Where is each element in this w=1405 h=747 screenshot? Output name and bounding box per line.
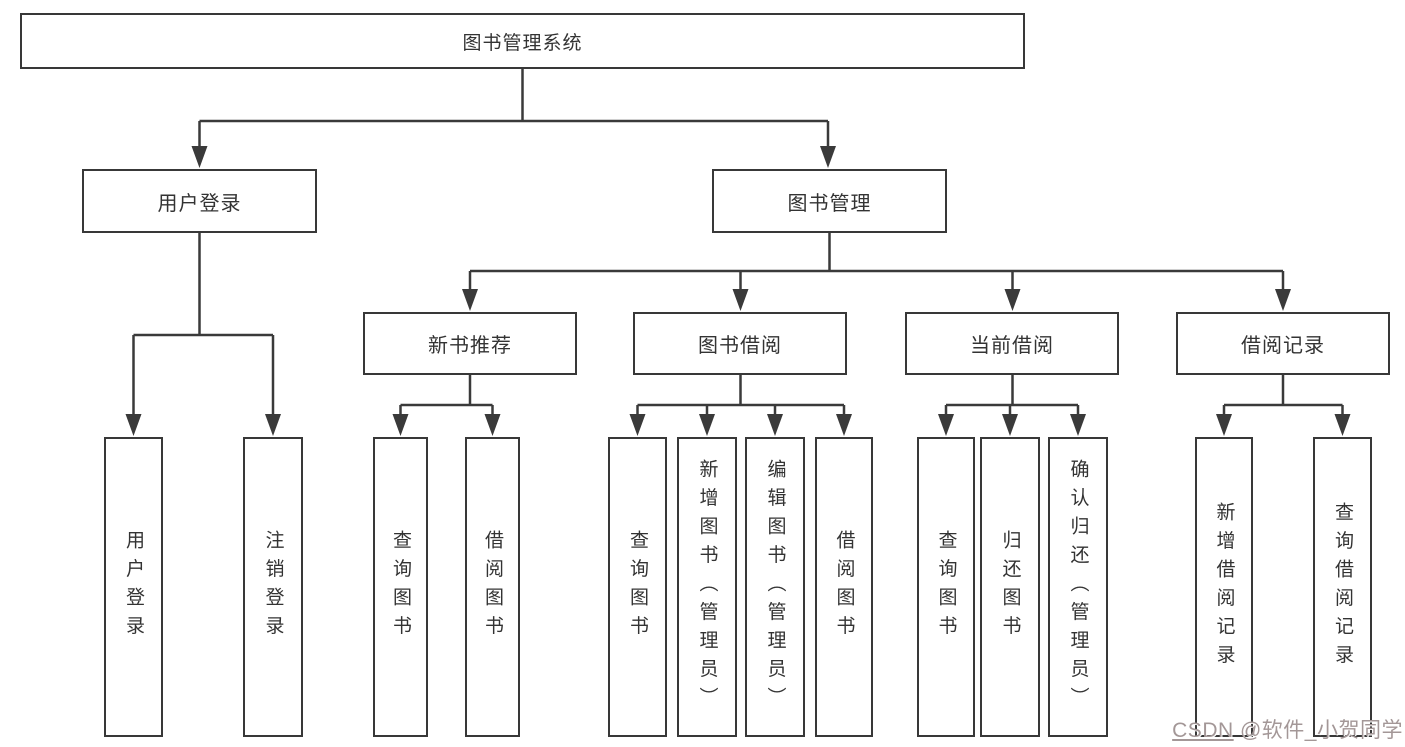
node-label: 借阅图书	[833, 530, 855, 644]
node-label: 图书借阅	[698, 335, 782, 357]
leaf-query-borrow-record: 查询借阅记录	[1313, 437, 1372, 737]
node-book-management-branch: 图书管理	[712, 169, 947, 233]
watermark-handle: @软件_小贺同学	[1233, 719, 1403, 742]
leaf-query-books-borrow: 查询图书	[608, 437, 667, 737]
watermark-brand: CSDN	[1172, 719, 1234, 742]
leaf-logout: 注销登录	[243, 437, 303, 737]
node-label: 查询图书	[390, 530, 411, 644]
node-new-book-recommend: 新书推荐	[363, 312, 577, 375]
node-label: 图书管理	[787, 192, 872, 215]
node-borrow-records: 借阅记录	[1176, 312, 1390, 375]
node-label: 当前借阅	[970, 335, 1054, 357]
node-label: 查询借阅记录	[1332, 501, 1353, 673]
node-label: 用户登录	[123, 530, 144, 644]
leaf-confirm-return-admin: 确认归还（管理员）	[1048, 437, 1108, 737]
leaf-edit-book-admin: 编辑图书（管理员）	[745, 437, 805, 737]
leaf-user-login: 用户登录	[104, 437, 163, 737]
leaf-add-book-admin: 新增图书（管理员）	[677, 437, 737, 737]
node-label: 借阅记录	[1241, 335, 1325, 357]
node-system-root: 图书管理系统	[20, 13, 1025, 69]
node-label: 用户登录	[157, 192, 242, 215]
node-label: 新书推荐	[428, 335, 512, 357]
node-label: 归还图书	[999, 530, 1021, 644]
node-user-login-branch: 用户登录	[82, 169, 317, 233]
node-label: 注销登录	[262, 530, 284, 644]
node-book-borrow: 图书借阅	[633, 312, 847, 375]
node-label: 编辑图书（管理员）	[764, 458, 786, 716]
node-label: 图书管理系统	[462, 32, 583, 54]
leaf-return-book: 归还图书	[980, 437, 1040, 737]
leaf-query-books-recommend: 查询图书	[373, 437, 428, 737]
node-label: 借阅图书	[482, 530, 503, 644]
node-label: 确认归还（管理员）	[1067, 458, 1089, 716]
node-label: 新增图书（管理员）	[696, 458, 718, 716]
leaf-query-books-current: 查询图书	[917, 437, 975, 737]
node-label: 新增借阅记录	[1213, 501, 1235, 673]
leaf-add-borrow-record: 新增借阅记录	[1195, 437, 1253, 737]
leaf-borrow-books-recommend: 借阅图书	[465, 437, 520, 737]
leaf-borrow-books: 借阅图书	[815, 437, 873, 737]
node-label: 查询图书	[627, 530, 648, 644]
node-label: 查询图书	[935, 530, 957, 644]
watermark: CSDN @软件_小贺同学	[1172, 714, 1403, 744]
node-current-borrow: 当前借阅	[905, 312, 1119, 375]
